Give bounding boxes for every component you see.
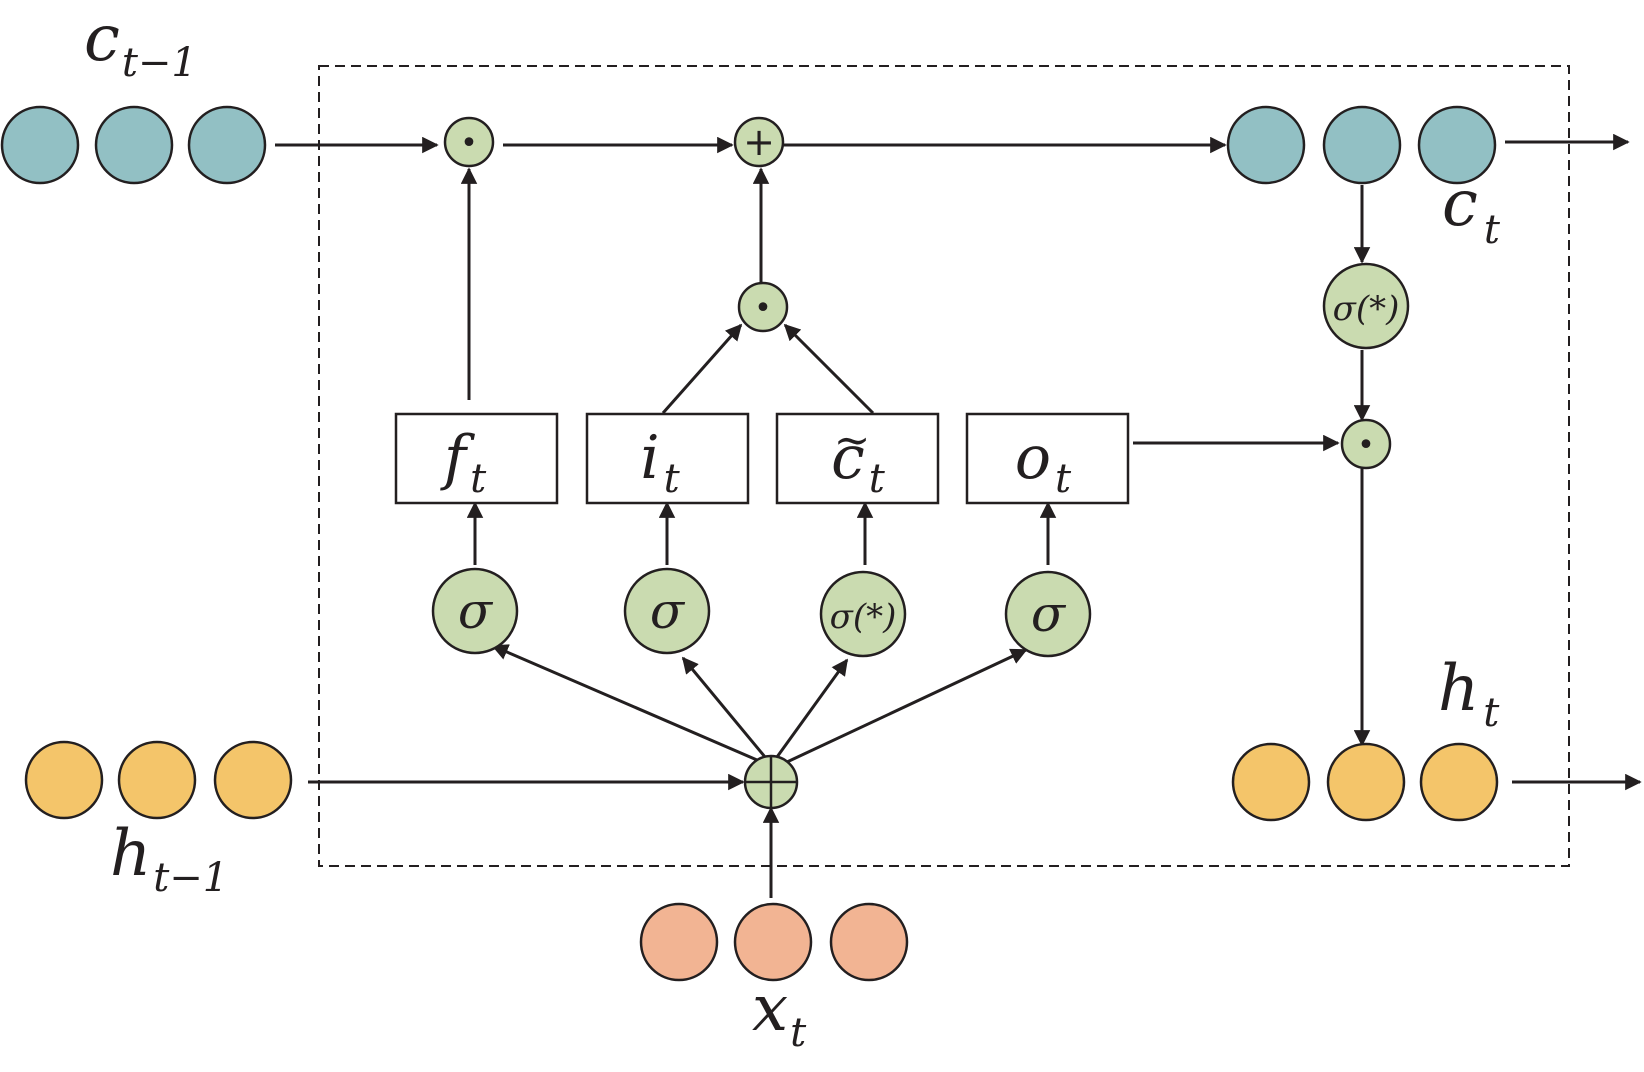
label-h-t-sub: t (1483, 690, 1500, 736)
arrow-concat-to-sigma-star (775, 658, 849, 758)
sigma-star-cell-node: σ(*) (1322, 262, 1410, 350)
c-t-node (1226, 105, 1306, 185)
label-h-prev: ht−1 (110, 817, 228, 901)
label-x-t-sub: t (790, 1010, 807, 1056)
gate-output-base: o (1015, 423, 1051, 493)
sigma-input-node: σ (623, 567, 711, 655)
label-h-prev-sub: t−1 (153, 855, 228, 901)
add-op: + (733, 116, 785, 168)
connectors (275, 133, 1642, 898)
label-x-t-base: x (752, 972, 788, 1046)
arrow-concat-to-sigma-f (491, 644, 758, 762)
c-t-vector (1226, 105, 1497, 185)
forget-mul-op: • (443, 116, 495, 168)
h-prev-vector (24, 740, 293, 820)
arrow-concat-to-sigma-i (681, 656, 767, 758)
arrow-ctilde-to-input-mul (783, 323, 875, 415)
gate-output-sub: t (1055, 456, 1072, 502)
c-prev-node (187, 105, 267, 185)
c-t-node (1322, 105, 1402, 185)
x-t-vector (639, 902, 909, 982)
input-mul-symbol: • (754, 291, 772, 326)
gate-candidate-sub: t (869, 456, 886, 502)
c-t-node (1417, 105, 1497, 185)
label-x-t: xt (752, 972, 807, 1056)
c-prev-node (94, 105, 174, 185)
cell-boundary (318, 65, 1570, 867)
h-prev-node (117, 740, 197, 820)
label-h-prev-base: h (110, 817, 151, 891)
c-prev-vector (0, 105, 267, 185)
gate-input-base: i (640, 423, 659, 493)
label-c-t-base: c (1442, 167, 1478, 241)
svg-text:ct: ct (831, 423, 886, 502)
concat-op (743, 754, 799, 810)
sigma-star-cell-label: σ(*) (1333, 289, 1400, 329)
sigma-star-candidate-node: σ(*) (819, 570, 907, 658)
label-c-prev-sub: t−1 (122, 40, 197, 86)
svg-text:ot: ot (1015, 423, 1072, 502)
h-t-vector (1231, 742, 1499, 822)
x-t-node (639, 902, 719, 982)
arrow-it-to-input-mul (661, 323, 743, 414)
sigma-input-label: σ (650, 582, 686, 640)
sigma-forget-label: σ (458, 582, 494, 640)
forget-mul-symbol: • (460, 126, 478, 161)
h-prev-node (213, 740, 293, 820)
h-prev-node (24, 740, 104, 820)
output-mul-symbol: • (1357, 428, 1375, 463)
output-mul-op: • (1340, 418, 1392, 470)
svg-text:it: it (640, 423, 680, 502)
h-t-node (1326, 742, 1406, 822)
label-c-t-sub: t (1484, 207, 1501, 253)
input-mul-op: • (737, 281, 789, 333)
label-c-prev: ct−1 (84, 2, 197, 86)
gate-forget-sub: t (470, 456, 487, 502)
sigma-forget-node: σ (431, 567, 519, 655)
gate-input-sub: t (664, 456, 681, 502)
gate-candidate-base: c (831, 423, 865, 493)
h-t-node (1419, 742, 1499, 822)
label-h-t-base: h (1438, 652, 1479, 726)
sigma-output-label: σ (1031, 585, 1067, 643)
add-symbol: + (743, 120, 775, 164)
sigma-output-node: σ (1004, 570, 1092, 658)
h-t-node (1231, 742, 1311, 822)
x-t-node (733, 902, 813, 982)
label-c-prev-base: c (84, 2, 120, 76)
arrow-concat-to-sigma-o (786, 648, 1028, 764)
c-prev-node (0, 105, 80, 185)
sigma-star-candidate-label: σ(*) (830, 597, 897, 637)
x-t-node (829, 902, 909, 982)
gate-candidate-tilde: ~ (834, 415, 871, 466)
